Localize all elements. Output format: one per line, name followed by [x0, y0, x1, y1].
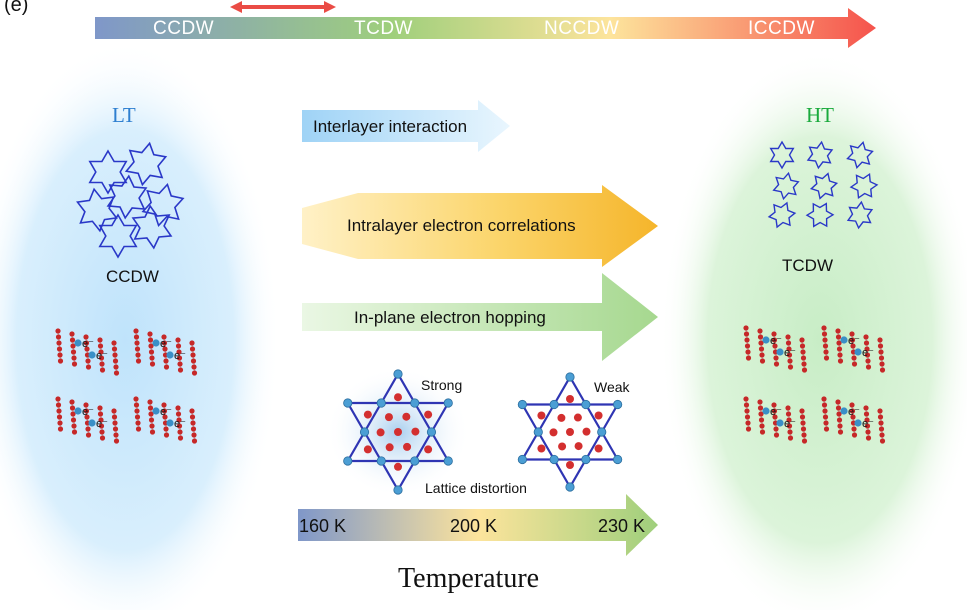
temperature-tick-230: 230 K [598, 516, 646, 536]
electron-label: e⁻ [82, 338, 94, 350]
layered-lattices: e⁻e⁻e⁻e⁻e⁻e⁻e⁻e⁻e⁻e⁻e⁻e⁻e⁻e⁻e⁻e⁻ [55, 325, 886, 444]
electron-label: e⁻ [96, 418, 108, 430]
star-icon [809, 172, 839, 200]
electron-label: e⁻ [784, 418, 796, 430]
high-temperature-title: HT [806, 103, 834, 127]
interlayer-label: Interlayer interaction [313, 117, 468, 136]
star-icon [769, 140, 795, 170]
star-icon [772, 171, 800, 201]
star-icon [805, 202, 835, 228]
electron-label: e⁻ [862, 418, 874, 430]
phase-label-ccdw: CCDW [153, 18, 215, 39]
intralayer-arrow [302, 185, 658, 267]
star-icon [124, 141, 168, 187]
electron-label: e⁻ [160, 338, 172, 350]
temperature-tick-200: 200 K [450, 516, 498, 536]
star-icon [849, 172, 879, 200]
right-glow [660, 50, 967, 615]
star-of-david-lattices [343, 369, 623, 495]
electron-label: e⁻ [848, 335, 860, 347]
electron-label: e⁻ [784, 347, 796, 359]
hopping-label: In-plane electron hopping [354, 308, 546, 327]
star-icon [98, 213, 138, 259]
electron-label: e⁻ [160, 406, 172, 418]
lattice-distortion-caption: Lattice distortion [425, 480, 527, 496]
star-icon [846, 200, 874, 230]
strong-label: Strong [421, 377, 463, 393]
low-temperature-title: LT [112, 103, 136, 127]
electron-label: e⁻ [96, 350, 108, 362]
star-icon [767, 201, 797, 229]
hopping-arrow [302, 273, 658, 361]
electron-label: e⁻ [848, 406, 860, 418]
phase-label-nccdw: NCCDW [544, 18, 620, 39]
star-icon [106, 174, 148, 220]
left-glow [0, 40, 280, 615]
electron-label: e⁻ [770, 406, 782, 418]
electron-label: e⁻ [174, 350, 186, 362]
electron-label: e⁻ [770, 335, 782, 347]
ccdw-star-cluster [76, 141, 185, 259]
electron-label: e⁻ [174, 418, 186, 430]
intralayer-label: Intralayer electron correlations [347, 216, 576, 235]
temperature-axis-title: Temperature [398, 563, 540, 594]
weak-label: Weak [594, 379, 630, 395]
star-icon [88, 149, 128, 195]
right-phase-label: TCDW [782, 256, 833, 275]
tcdw-star-array [767, 140, 879, 230]
star-icon [806, 140, 834, 170]
temperature-arrow [298, 494, 658, 556]
star-icon [131, 204, 173, 250]
left-phase-label: CCDW [106, 267, 159, 286]
star-icon [141, 182, 185, 228]
range-double-arrow [230, 1, 336, 13]
phase-label-tcdw: TCDW [354, 18, 413, 39]
electron-label: e⁻ [82, 406, 94, 418]
interlayer-arrow [302, 100, 510, 152]
phase-label-iccdw: ICCDW [748, 18, 815, 39]
panel-label: (e) [4, 0, 29, 16]
temperature-tick-160: 160 K [299, 516, 347, 536]
phase-bar [95, 8, 876, 48]
star-icon [846, 141, 874, 169]
star-icon [76, 187, 118, 233]
electron-label: e⁻ [862, 347, 874, 359]
